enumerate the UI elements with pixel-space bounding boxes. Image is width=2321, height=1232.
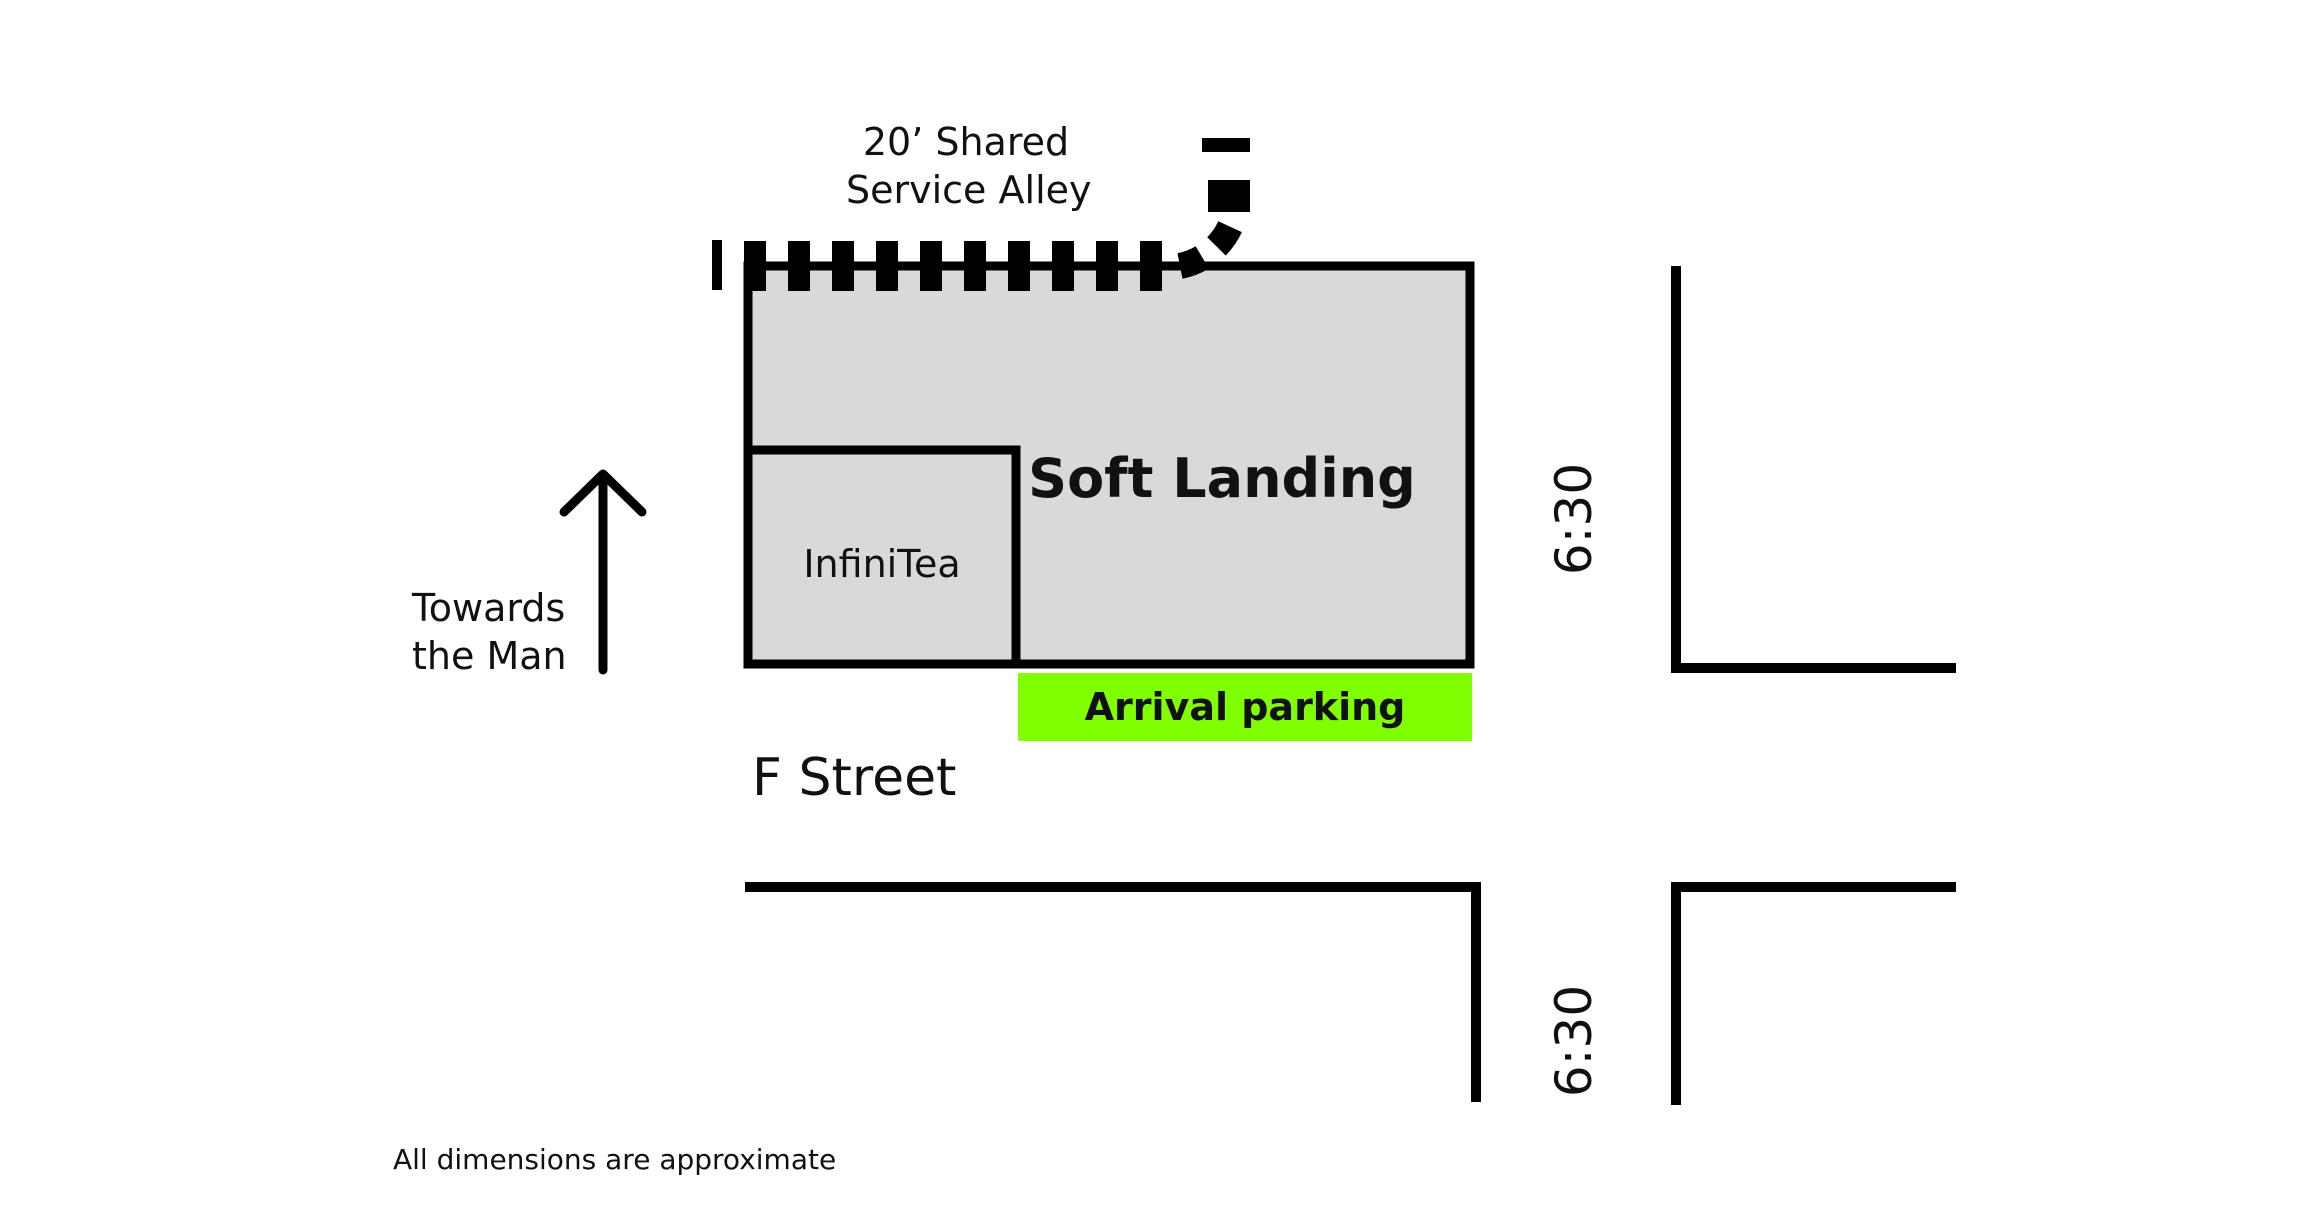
direction-label-line2: the Man <box>412 634 567 678</box>
service-alley-line <box>712 138 1250 291</box>
up-arrow-icon <box>559 469 647 675</box>
direction-label-line1: Towards <box>412 586 566 630</box>
street-name-label: F Street <box>752 748 957 808</box>
alley-top-seg <box>1202 138 1250 152</box>
alley-label: 20’ Shared Service Alley <box>846 118 1092 214</box>
cross-street-label-top: 6:30 <box>1545 462 1603 576</box>
curb-northeast <box>1671 266 1956 673</box>
curb-southeast <box>1671 882 1956 1105</box>
arrival-parking-zone <box>1018 673 1472 741</box>
alley-end-tick <box>712 240 722 290</box>
alley-label-line2: Service Alley <box>846 168 1092 212</box>
direction-label: Towards the Man <box>412 584 567 680</box>
disclaimer-note: All dimensions are approximate <box>393 1143 837 1176</box>
arrival-parking-label: Arrival parking <box>1084 685 1406 729</box>
infinitea-building <box>743 445 1021 669</box>
cross-street-label-bottom: 6:30 <box>1545 984 1603 1098</box>
alley-label-line1: 20’ Shared <box>862 120 1070 164</box>
infinitea-label: InfiniTea <box>803 542 961 586</box>
alley-curve-seg <box>1208 180 1250 212</box>
soft-landing-label: Soft Landing <box>1028 447 1416 510</box>
curb-southwest <box>745 882 1481 1102</box>
alley-curve <box>1176 208 1248 279</box>
